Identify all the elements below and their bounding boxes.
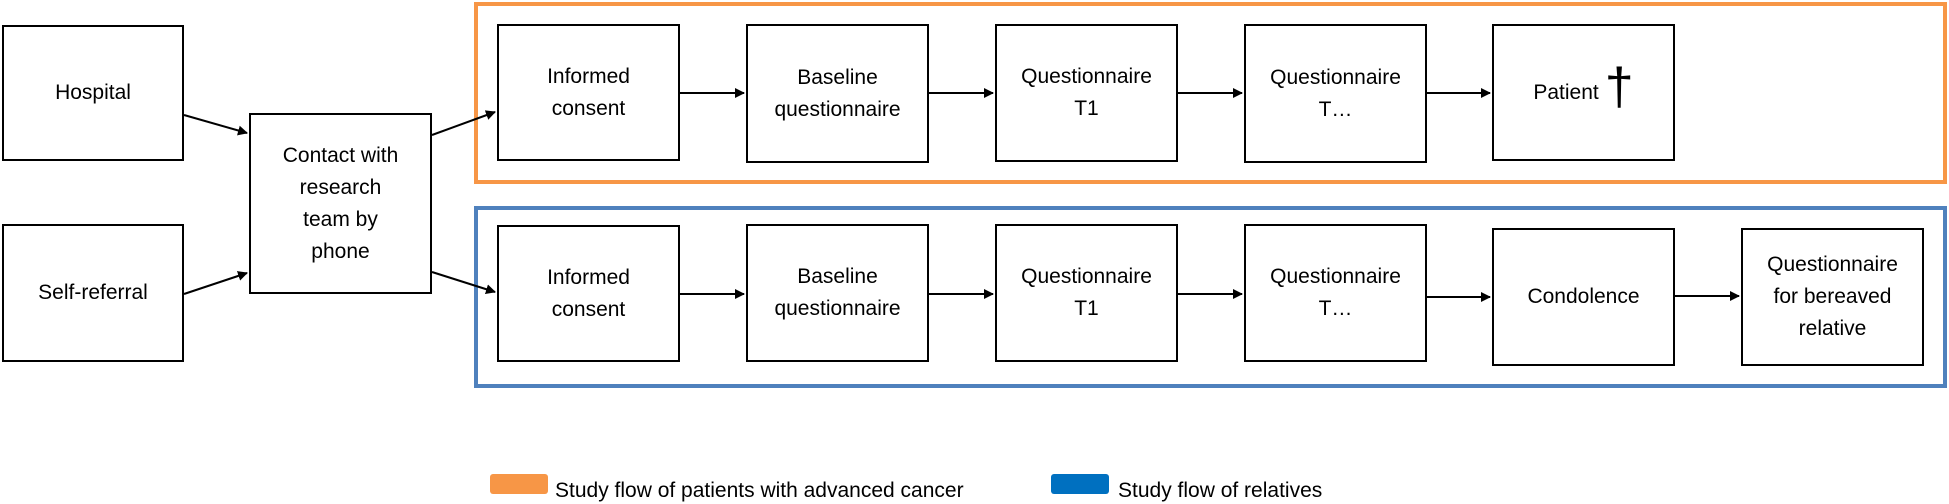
legend-patients-swatch: [490, 474, 548, 494]
patient-questionnaire-t1-box: Questionnaire T1: [995, 24, 1178, 162]
legend-patients-label: Study flow of patients with advanced can…: [555, 479, 964, 502]
relative-informed-consent-box: Informed consent: [497, 225, 680, 362]
arrow-contact-to-patient-flow: [431, 110, 496, 136]
patient-flow-group: [474, 2, 1947, 184]
patient-deceased-box: Patient †: [1492, 24, 1675, 161]
patient-informed-consent-box: Informed consent: [497, 24, 680, 161]
dagger-icon: †: [1604, 57, 1634, 116]
relative-bereaved-questionnaire-box: Questionnaire for bereaved relative: [1741, 228, 1924, 366]
hospital-box: Hospital: [2, 25, 184, 161]
relative-flow-group: [474, 206, 1947, 388]
relative-questionnaire-tn-box: Questionnaire T…: [1244, 224, 1427, 362]
relative-condolence-box: Condolence: [1492, 228, 1675, 366]
contact-box: Contact with research team by phone: [249, 113, 432, 294]
arrow-hospital-to-contact: [183, 114, 248, 136]
arrow-contact-to-relative-flow: [431, 271, 496, 295]
relative-baseline-box: Baseline questionnaire: [746, 224, 929, 362]
relative-questionnaire-t1-box: Questionnaire T1: [995, 224, 1178, 362]
self-referral-box: Self-referral: [2, 224, 184, 362]
arrow-selfreferral-to-contact: [183, 271, 248, 295]
legend-relatives-swatch: [1051, 474, 1109, 494]
patient-baseline-box: Baseline questionnaire: [746, 24, 929, 163]
patient-questionnaire-tn-box: Questionnaire T…: [1244, 24, 1427, 163]
patient-label: Patient: [1533, 80, 1599, 104]
legend-relatives-label: Study flow of relatives: [1118, 479, 1323, 502]
